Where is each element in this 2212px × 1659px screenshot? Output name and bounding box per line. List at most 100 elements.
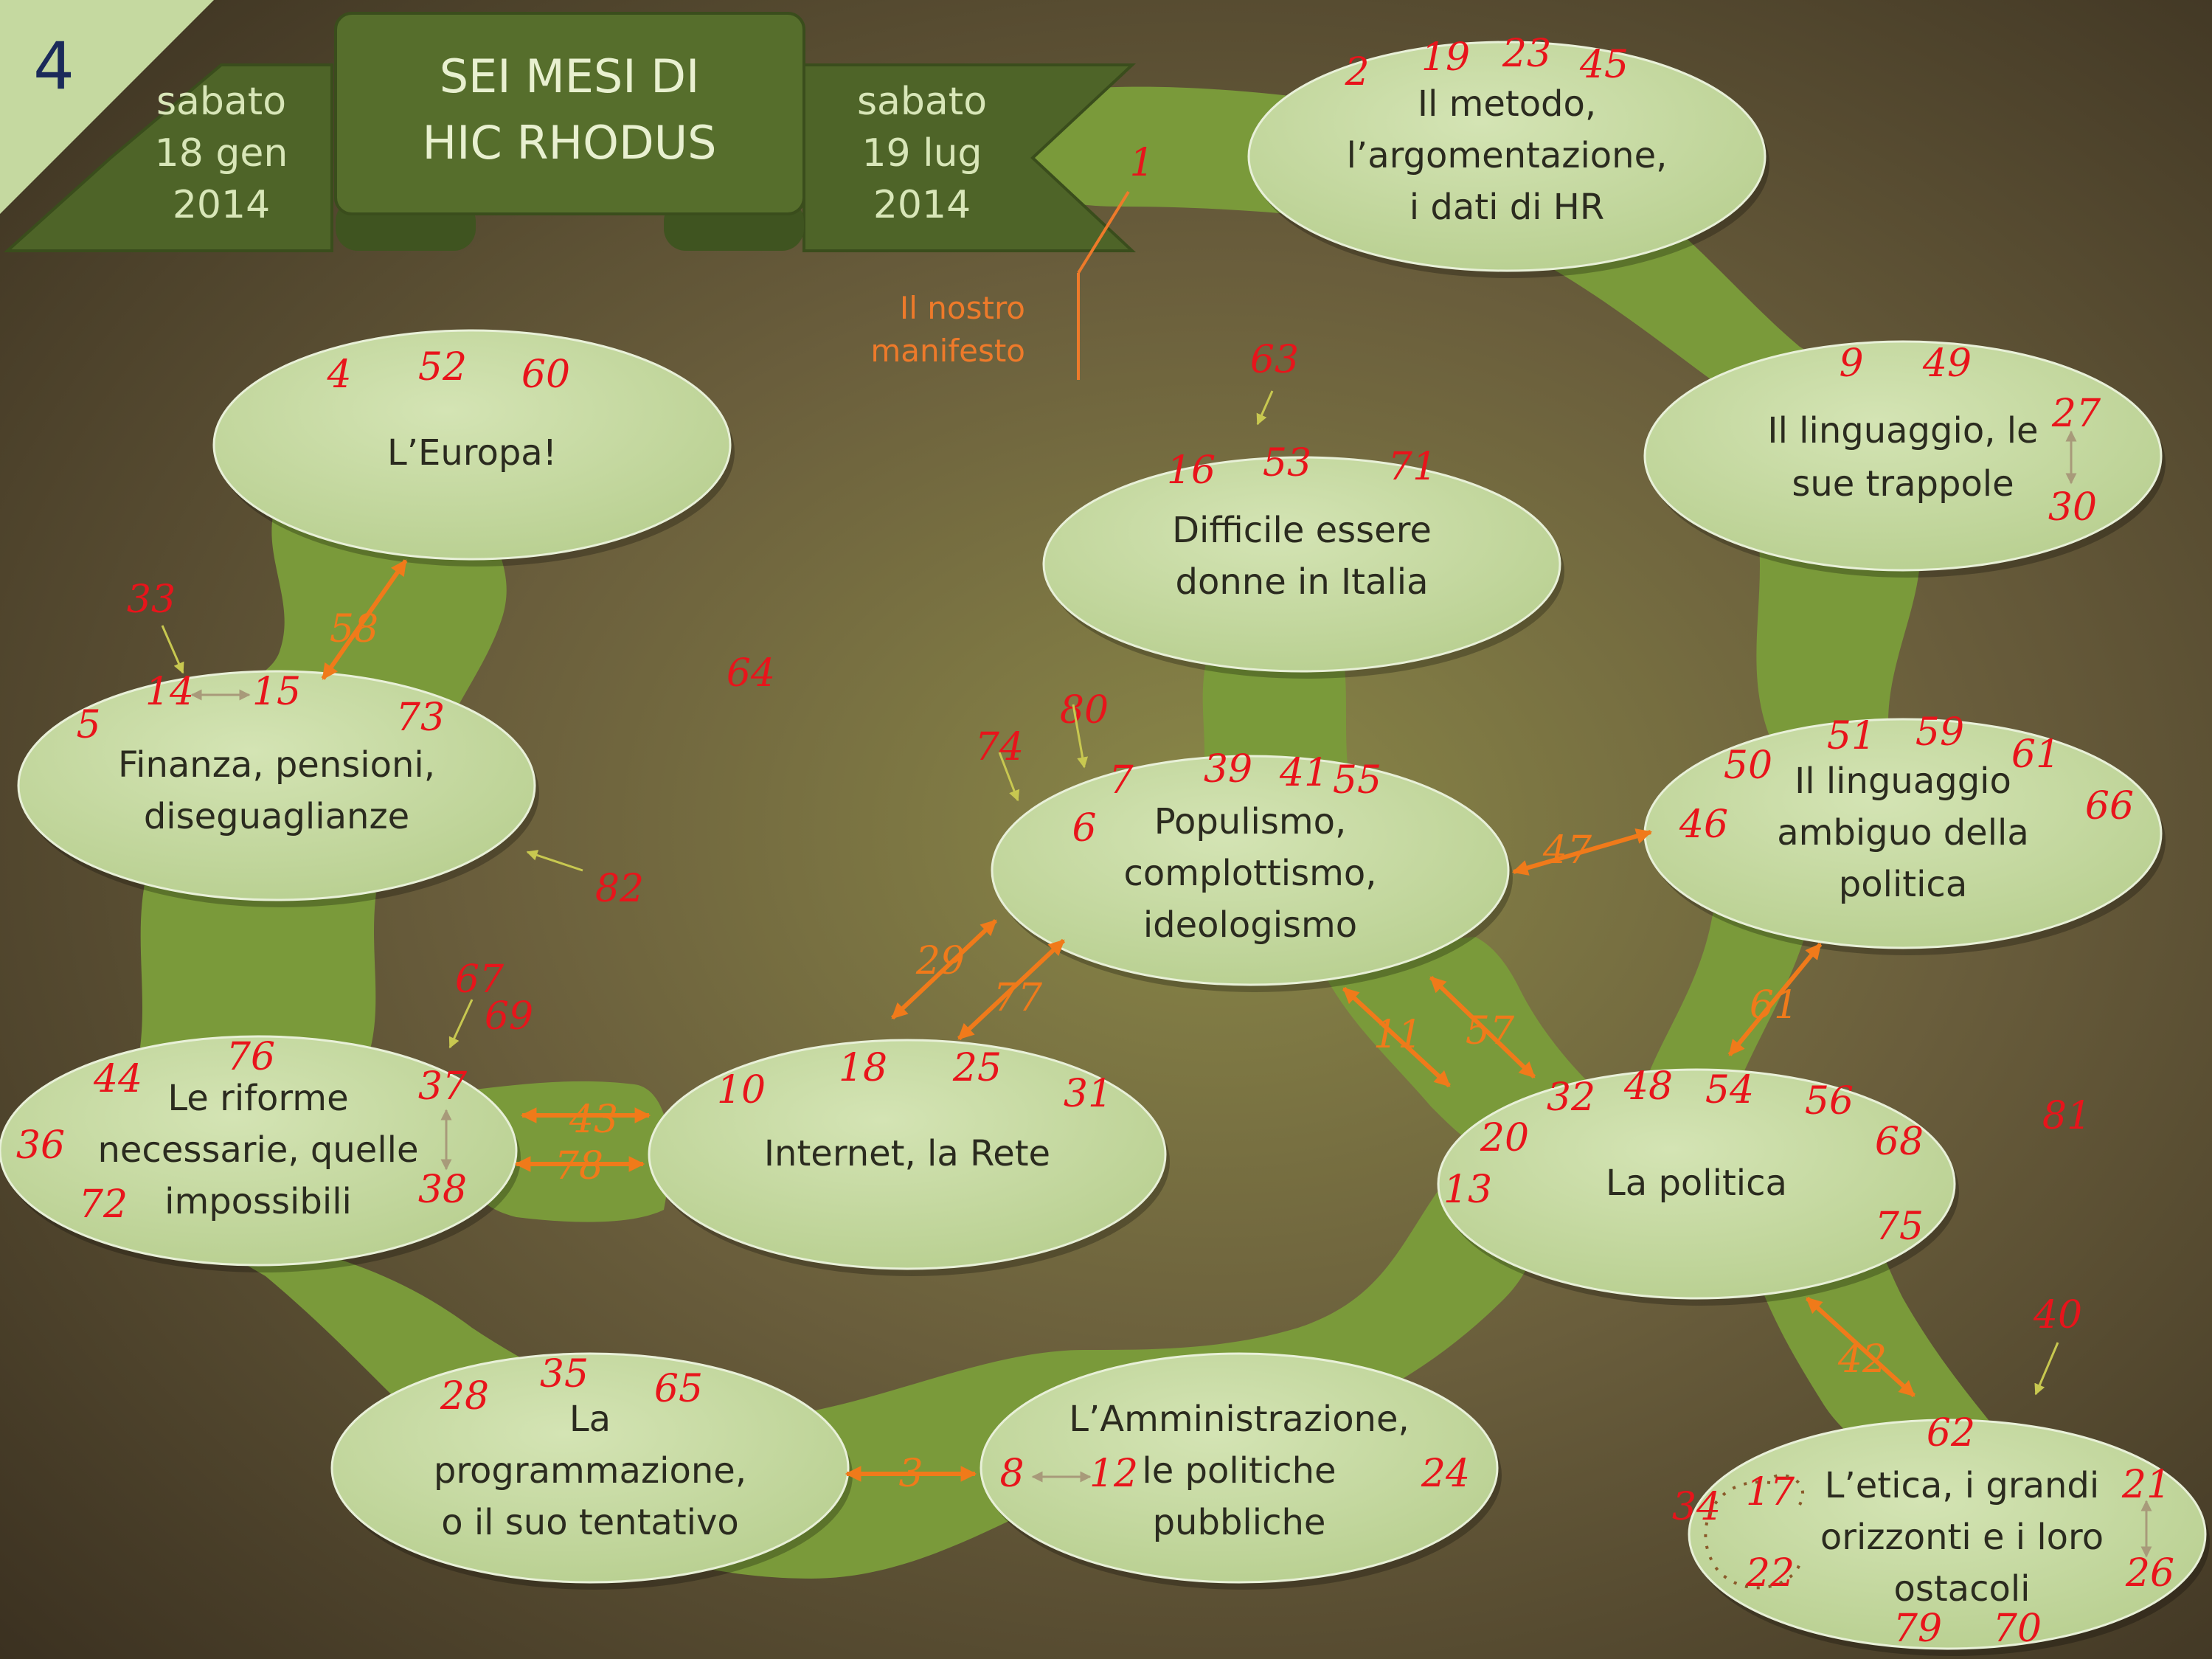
- conn-num-populismo-ambiguo: 47: [1542, 828, 1592, 873]
- node-ellipse-donne: [1042, 456, 1561, 673]
- num-riforme-2: 36: [16, 1123, 65, 1168]
- node-finanza-line-0: Finanza, pensioni,: [118, 744, 435, 786]
- num-politica-2: 32: [1547, 1076, 1595, 1120]
- node-riforme-line-0: Le riforme: [167, 1078, 348, 1119]
- banner-right-ribbon: [802, 63, 1137, 252]
- conn-num-populismo-politica-a: 11: [1373, 1013, 1422, 1057]
- pointer-num-riforme-0: 67: [455, 957, 505, 1002]
- banner-left-date-2: 2014: [173, 183, 270, 227]
- node-ellipse-europa: [212, 329, 732, 561]
- num-populismo-1: 7: [1109, 758, 1134, 803]
- node-europa-line-0: L’Europa!: [387, 432, 557, 474]
- num-internet-1: 18: [839, 1046, 887, 1090]
- num-politica-7: 75: [1875, 1205, 1924, 1249]
- num-ambiguo-5: 66: [2085, 784, 2134, 828]
- num-amministrazione-1: 12: [1089, 1452, 1138, 1496]
- node-ellipse-linguaggio: [1643, 340, 2163, 572]
- manifesto-number: 1: [1129, 141, 1154, 185]
- node-politica: La politica: [1437, 1068, 1959, 1306]
- num-programmazione-0: 28: [440, 1374, 489, 1419]
- num-amministrazione-2: 24: [1421, 1452, 1470, 1496]
- num-internet-3: 31: [1064, 1072, 1112, 1116]
- num-ambiguo-3: 59: [1915, 710, 1964, 755]
- node-amministrazione-line-2: pubbliche: [1153, 1502, 1326, 1543]
- conn-num-politica-etica: 42: [1837, 1337, 1887, 1382]
- num-internet-2: 25: [952, 1046, 1002, 1090]
- num-riforme-5: 72: [79, 1182, 128, 1227]
- num-linguaggio-1: 49: [1922, 342, 1972, 386]
- pointer-num-populismo-1: 80: [1060, 688, 1109, 732]
- num-ambiguo-4: 61: [2011, 732, 2060, 777]
- node-ambiguo-line-1: ambiguo della: [1777, 812, 2029, 853]
- num-etica-3: 22: [1745, 1551, 1795, 1596]
- node-ellipse-etica: [1688, 1419, 2207, 1650]
- pointer-arrow-populismo-1: [1072, 704, 1089, 769]
- node-donne-line-0: Difficile essere: [1172, 510, 1432, 551]
- conn-arrow-internet-populismo-b: [957, 938, 1066, 1041]
- node-donne-line-1: donne in Italia: [1176, 561, 1429, 603]
- conn-arrow-populismo-politica-b: [1429, 975, 1536, 1079]
- num-programmazione-1: 35: [540, 1352, 589, 1396]
- banner-right-date-1: 19 lug: [861, 131, 982, 176]
- node-ellipse-riforme: [0, 1035, 518, 1267]
- num-europa-0: 4: [326, 353, 351, 397]
- banner: [0, 0, 1137, 252]
- loose-num-81: 81: [2042, 1094, 2091, 1138]
- num-politica-1: 20: [1480, 1116, 1529, 1160]
- conn-num-populismo-politica-b: 57: [1466, 1009, 1515, 1053]
- num-riforme-0: 44: [93, 1057, 142, 1101]
- node-metodo-line-1: l’argomentazione,: [1347, 135, 1668, 176]
- num-populismo-0: 6: [1072, 806, 1096, 851]
- node-politica-line-0: La politica: [1606, 1163, 1787, 1204]
- num-linguaggio-3: 30: [2048, 485, 2097, 530]
- node-etica-line-0: L’etica, i grandi: [1825, 1465, 2099, 1506]
- pointer-arrow-finanza: [161, 625, 184, 674]
- num-politica-5: 56: [1805, 1079, 1854, 1123]
- node-ambiguo-line-0: Il linguaggio: [1795, 761, 2011, 802]
- manifesto-pointer: [1077, 190, 1130, 274]
- node-metodo: Il metodo,l’argomentazione,i dati di HR: [1247, 41, 1769, 278]
- num-donne-1: 53: [1263, 441, 1311, 485]
- loose-num-82: 82: [595, 867, 644, 911]
- slide-corner: [0, 0, 214, 214]
- pointer-num-donne: 63: [1250, 338, 1299, 382]
- num-linguaggio-2: 27: [2051, 392, 2101, 436]
- node-populismo-line-1: complottismo,: [1123, 853, 1376, 894]
- num-populismo-4: 55: [1333, 758, 1381, 803]
- num-politica-6: 68: [1875, 1120, 1924, 1164]
- num-etica-5: 26: [2125, 1551, 2174, 1596]
- conn-arrow-europa-finanza: [321, 559, 408, 680]
- node-etica-line-1: orizzonti e i loro: [1820, 1517, 2104, 1558]
- banner-left-date-1: 18 gen: [155, 131, 288, 176]
- node-ellipse-politica: [1437, 1068, 1956, 1300]
- banner-right-date-0: sabato: [857, 80, 987, 124]
- node-ellipse-finanza: [17, 670, 536, 901]
- num-europa-1: 52: [418, 345, 467, 389]
- banner-center: [334, 12, 805, 215]
- banner-title-line2: HIC RHODUS: [423, 116, 717, 170]
- conn-arrow-ambiguo-politica: [1727, 943, 1823, 1056]
- pointer-num-populismo-0: 74: [975, 725, 1024, 769]
- node-metodo-line-2: i dati di HR: [1410, 187, 1604, 228]
- node-linguaggio-line-0: Il linguaggio, le: [1767, 410, 2038, 451]
- num-donne-0: 16: [1167, 448, 1216, 493]
- pointer-arrow-etica: [2034, 1342, 2059, 1396]
- num-ambiguo-1: 50: [1724, 744, 1772, 788]
- pointer-arrow-populismo-0: [998, 752, 1020, 802]
- num-metodo-2: 23: [1502, 32, 1551, 76]
- conn-num-internet-populismo-b: 77: [994, 976, 1043, 1020]
- banner-title-line1: SEI MESI DI: [440, 49, 700, 103]
- num-metodo-1: 19: [1421, 35, 1470, 80]
- node-internet-line-0: Internet, la Rete: [764, 1133, 1050, 1174]
- pointer-arrow-riforme: [448, 999, 474, 1049]
- node-finanza: Finanza, pensioni,diseguaglianze: [17, 670, 539, 907]
- num-finanza-2: 15: [252, 670, 301, 714]
- num-europa-2: 60: [521, 353, 570, 397]
- node-populismo-line-0: Populismo,: [1154, 801, 1347, 842]
- node-programmazione-line-2: o il suo tentativo: [441, 1502, 739, 1543]
